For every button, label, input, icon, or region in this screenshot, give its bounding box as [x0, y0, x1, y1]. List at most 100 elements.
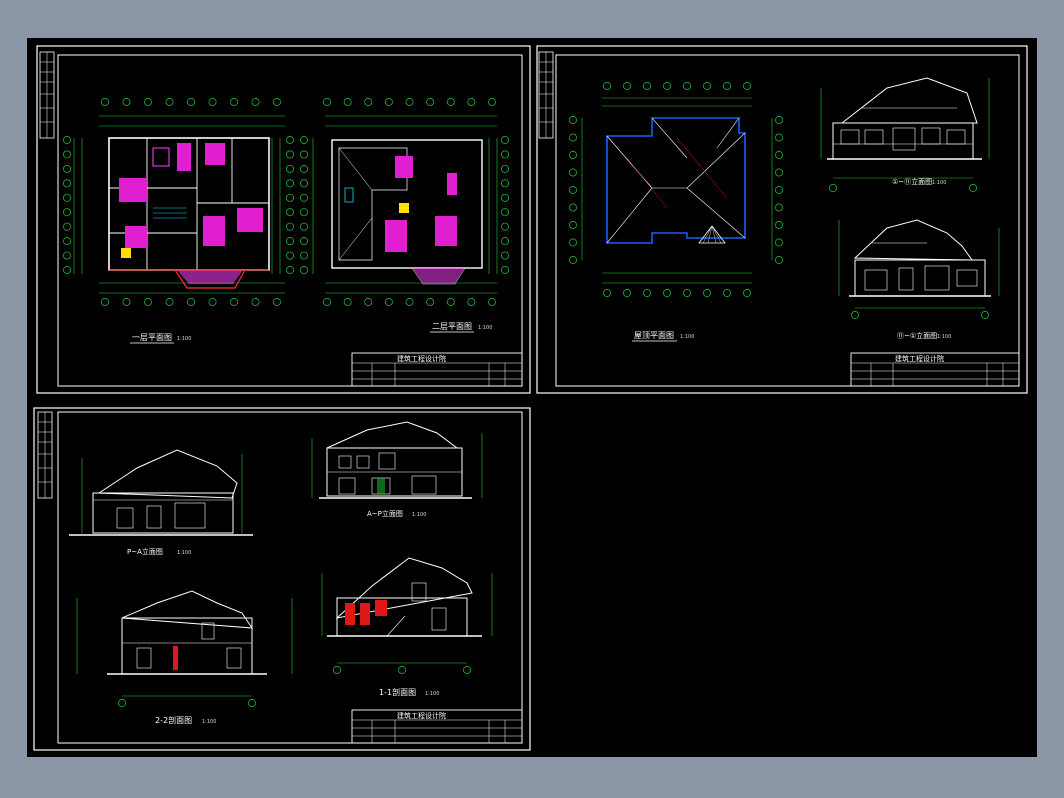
- axis-bubble: [333, 666, 341, 674]
- scale-first-floor: 1:100: [177, 336, 191, 342]
- axis-bubble: [426, 98, 435, 106]
- caption-second-floor: 二层平面图: [432, 322, 472, 331]
- axis-bubble: [63, 136, 71, 144]
- axis-bubble: [286, 136, 294, 144]
- axis-bubble: [569, 168, 577, 177]
- axis-bubble: [775, 116, 783, 124]
- caption-elevation-1: ①~⑪立面图: [892, 177, 932, 186]
- axis-bubble: [323, 98, 331, 106]
- caption-first-floor: 一层平面图: [132, 333, 172, 342]
- axis-bubble: [501, 136, 509, 144]
- title-block-2-title: 建筑工程设计院: [895, 354, 944, 363]
- axis-bubble: [683, 82, 691, 90]
- axis-bubble: [703, 289, 711, 297]
- cad-canvas[interactable]: 一层平面图 1:100 二层平面图 1:100 建筑工程设计院: [27, 38, 1037, 757]
- axis-bubble: [488, 98, 496, 106]
- caption-roof-plan: 屋顶平面图: [634, 331, 674, 340]
- title-block-3-title: 建筑工程设计院: [397, 711, 446, 720]
- axis-bubble: [501, 150, 509, 159]
- axis-bubble: [603, 289, 611, 297]
- axis-bubble: [969, 184, 977, 192]
- axis-bubble: [405, 298, 414, 306]
- axis-bubble: [63, 208, 71, 217]
- axis-bubble: [343, 98, 352, 106]
- axis-bubble: [187, 298, 195, 306]
- title-block-1-title: 建筑工程设计院: [397, 354, 446, 363]
- axis-bubble: [723, 289, 731, 297]
- axis-bubble: [122, 98, 131, 106]
- axis-bubble: [286, 266, 294, 274]
- axis-bubble: [122, 298, 131, 306]
- section-2-2: [76, 590, 293, 697]
- axis-bubble: [398, 666, 406, 674]
- axis-bubble: [501, 164, 509, 173]
- axis-bubble: [208, 298, 217, 306]
- axis-bubble: [286, 179, 294, 188]
- axis-bubble: [364, 98, 373, 106]
- axis-bubble: [343, 298, 352, 306]
- axis-bubble: [501, 266, 509, 274]
- axis-bubble: [775, 238, 783, 247]
- axis-bubble: [501, 193, 509, 202]
- caption-elevation-2: ⑪~①立面图: [897, 331, 937, 340]
- axis-bubble: [775, 168, 783, 177]
- axis-bubble: [230, 98, 238, 106]
- axis-bubble: [743, 82, 751, 90]
- axis-bubble: [426, 298, 435, 306]
- title-block-3: 建筑工程设计院: [351, 709, 523, 744]
- caption-elevation-a-p: A~P立面图: [367, 509, 403, 518]
- axis-bubble: [286, 251, 294, 260]
- axis-bubble: [300, 266, 308, 274]
- axis-bubble: [569, 238, 577, 247]
- axis-bubble: [144, 298, 152, 306]
- scale-section-2-2: 1:100: [202, 719, 216, 725]
- axis-bubble: [273, 298, 281, 306]
- axis-bubble: [63, 222, 71, 231]
- axis-bubble: [384, 98, 393, 106]
- axis-bubble: [603, 82, 611, 90]
- axis-bubble: [286, 237, 294, 246]
- axis-bubble: [663, 289, 671, 297]
- title-block-1: 建筑工程设计院: [351, 352, 523, 387]
- axis-bubble: [63, 150, 71, 159]
- axis-bubble: [569, 203, 577, 212]
- axis-bubble: [829, 184, 837, 192]
- elevation-a-p: [311, 421, 483, 499]
- axis-bubble: [405, 98, 414, 106]
- axis-bubble: [251, 98, 260, 106]
- axis-bubble: [775, 133, 783, 142]
- axis-bubble: [446, 298, 455, 306]
- axis-bubble: [569, 221, 577, 229]
- scale-roof-plan: 1:100: [680, 334, 694, 340]
- axis-bubble: [300, 136, 308, 144]
- axis-bubble: [851, 311, 859, 319]
- axis-bubble: [643, 82, 651, 90]
- axis-bubble: [300, 164, 308, 173]
- axis-bubble: [248, 699, 256, 707]
- axis-bubble: [446, 98, 455, 106]
- axis-bubble: [187, 98, 195, 106]
- axis-bubble: [501, 237, 509, 246]
- caption-elevation-p-a: P~A立面图: [127, 547, 163, 556]
- axis-bubble: [569, 151, 577, 159]
- section-1-1: [321, 557, 493, 664]
- caption-section-1-1: 1-1剖面图: [379, 687, 416, 697]
- axis-bubble: [467, 298, 476, 306]
- plan-first-floor: [73, 115, 285, 294]
- caption-section-2-2: 2-2剖面图: [155, 715, 192, 725]
- axis-bubble: [63, 237, 71, 246]
- axis-bubble: [165, 298, 174, 306]
- axis-bubble: [775, 256, 783, 264]
- title-block-2: 建筑工程设计院: [850, 352, 1020, 387]
- axis-bubble: [501, 208, 509, 217]
- axis-bubble: [101, 98, 109, 106]
- axis-bubble: [703, 82, 711, 90]
- elevation-1-11: [820, 77, 990, 179]
- axis-bubble: [63, 164, 71, 173]
- axis-bubble: [63, 179, 71, 188]
- axis-bubble: [63, 251, 71, 260]
- sheet-2: 屋顶平面图 1:100 ①~⑪立面图 1:100: [536, 45, 1028, 394]
- axis-bubble: [663, 82, 671, 90]
- axis-bubble: [364, 298, 373, 306]
- axis-bubble: [501, 179, 509, 188]
